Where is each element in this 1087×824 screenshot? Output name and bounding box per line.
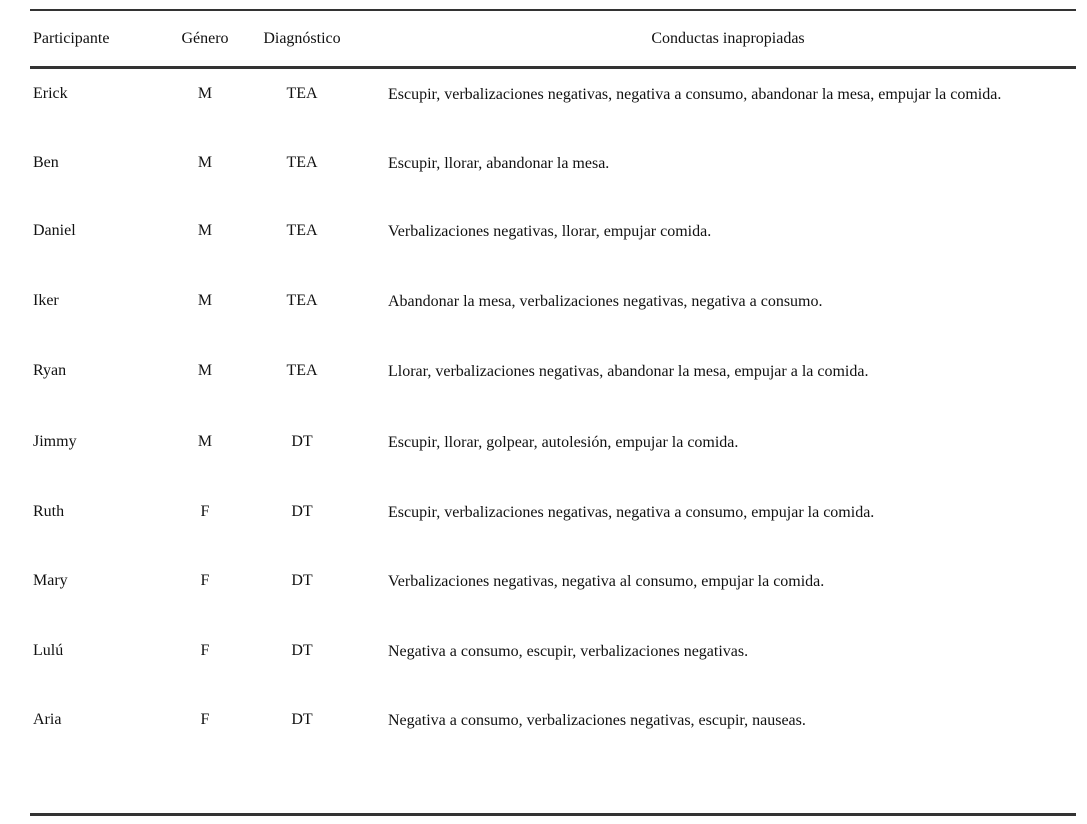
table-row: Jimmy M DT Escupir, llorar, golpear, autole… — [0, 433, 1087, 493]
table-row: Daniel M TEA Verbalizaciones negativas, llo… — [0, 222, 1087, 282]
gender-cell: M — [197, 292, 213, 309]
behaviors-cell: Escupir, llorar, abandonar la mesa. — [388, 155, 610, 172]
gender-cell: F — [200, 642, 210, 659]
participant-cell: Ruth — [33, 503, 65, 520]
gender-cell: M — [197, 85, 213, 102]
diagnosis-cell: TEA — [286, 222, 318, 239]
table-row: Mary F DT Verbalizaciones negativas, negati… — [0, 572, 1087, 632]
participant-cell: Erick — [33, 85, 68, 102]
diagnosis-cell: DT — [291, 572, 313, 589]
header-conductas: Conductas inapropiadas — [651, 30, 805, 47]
diagnosis-cell: DT — [291, 711, 313, 728]
participant-cell: Jimmy — [33, 433, 77, 450]
table-row: Ben M TEA Escupir, llorar, abandonar la mes… — [0, 154, 1087, 214]
behaviors-cell: Negativa a consumo, verbalizaciones nega… — [388, 712, 806, 729]
participant-cell: Aria — [33, 711, 62, 728]
table-row: Lulú F DT Negativa a consumo, escupir, verb… — [0, 642, 1087, 702]
participant-cell: Ben — [33, 154, 59, 171]
header-participante: Participante — [33, 30, 110, 47]
gender-cell: F — [200, 572, 210, 589]
diagnosis-cell: DT — [291, 433, 313, 450]
diagnosis-cell: DT — [291, 503, 313, 520]
diagnosis-cell: TEA — [286, 292, 318, 309]
table-header-rule — [30, 66, 1076, 69]
header-genero: Género — [181, 30, 229, 47]
behaviors-cell: Verbalizaciones negativas, llorar, empuj… — [388, 223, 712, 240]
table-row: Aria F DT Negativa a consumo, verbalizacion… — [0, 711, 1087, 771]
participant-cell: Daniel — [33, 222, 76, 239]
diagnosis-cell: DT — [291, 642, 313, 659]
participant-cell: Mary — [33, 572, 68, 589]
diagnosis-cell: TEA — [286, 362, 318, 379]
behaviors-cell: Llorar, verbalizaciones negativas, aband… — [388, 363, 869, 380]
table-row: Erick M TEA Escupir, verbalizaciones negati… — [0, 85, 1087, 145]
table-top-rule — [30, 9, 1076, 11]
gender-cell: F — [200, 711, 210, 728]
gender-cell: M — [197, 154, 213, 171]
header-diagnostico: Diagnóstico — [263, 30, 341, 47]
behaviors-cell: Negativa a consumo, escupir, verbalizaci… — [388, 643, 749, 660]
participant-cell: Lulú — [33, 642, 64, 659]
behaviors-cell: Escupir, llorar, golpear, autolesión, em… — [388, 434, 739, 451]
table-row: Iker M TEA Abandonar la mesa, verbalizacion… — [0, 292, 1087, 352]
gender-cell: M — [197, 222, 213, 239]
gender-cell: F — [200, 503, 210, 520]
table-row: Ruth F DT Escupir, verbalizaciones negativa… — [0, 503, 1087, 563]
table-row: Ryan M TEA Llorar, verbalizaciones negativa… — [0, 362, 1087, 422]
participant-cell: Ryan — [33, 362, 67, 379]
participant-cell: Iker — [33, 292, 59, 309]
behaviors-cell: Abandonar la mesa, verbalizaciones negat… — [388, 293, 823, 310]
gender-cell: M — [197, 362, 213, 379]
diagnosis-cell: TEA — [286, 85, 318, 102]
table-bottom-rule — [30, 813, 1076, 816]
behaviors-cell: Escupir, verbalizaciones negativas, nega… — [388, 86, 1002, 103]
behaviors-cell: Verbalizaciones negativas, negativa al c… — [388, 573, 825, 590]
diagnosis-cell: TEA — [286, 154, 318, 171]
gender-cell: M — [197, 433, 213, 450]
behaviors-cell: Escupir, verbalizaciones negativas, nega… — [388, 504, 875, 521]
